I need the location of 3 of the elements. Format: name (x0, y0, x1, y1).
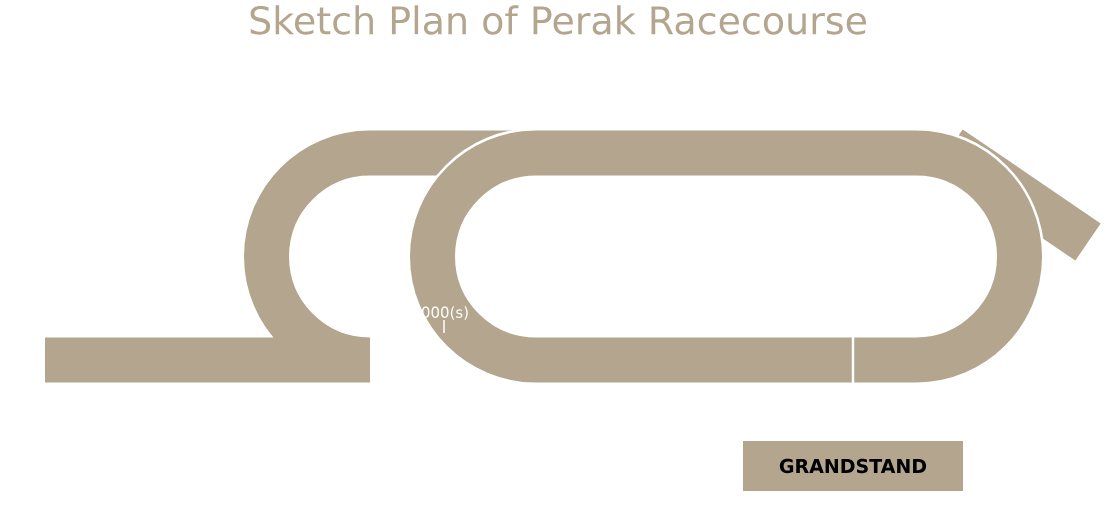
grandstand-box: GRANDSTAND (743, 441, 963, 491)
title: Sketch Plan of Perak Racecourse (250, 5, 866, 35)
distance-label: 000(s) (421, 306, 468, 320)
